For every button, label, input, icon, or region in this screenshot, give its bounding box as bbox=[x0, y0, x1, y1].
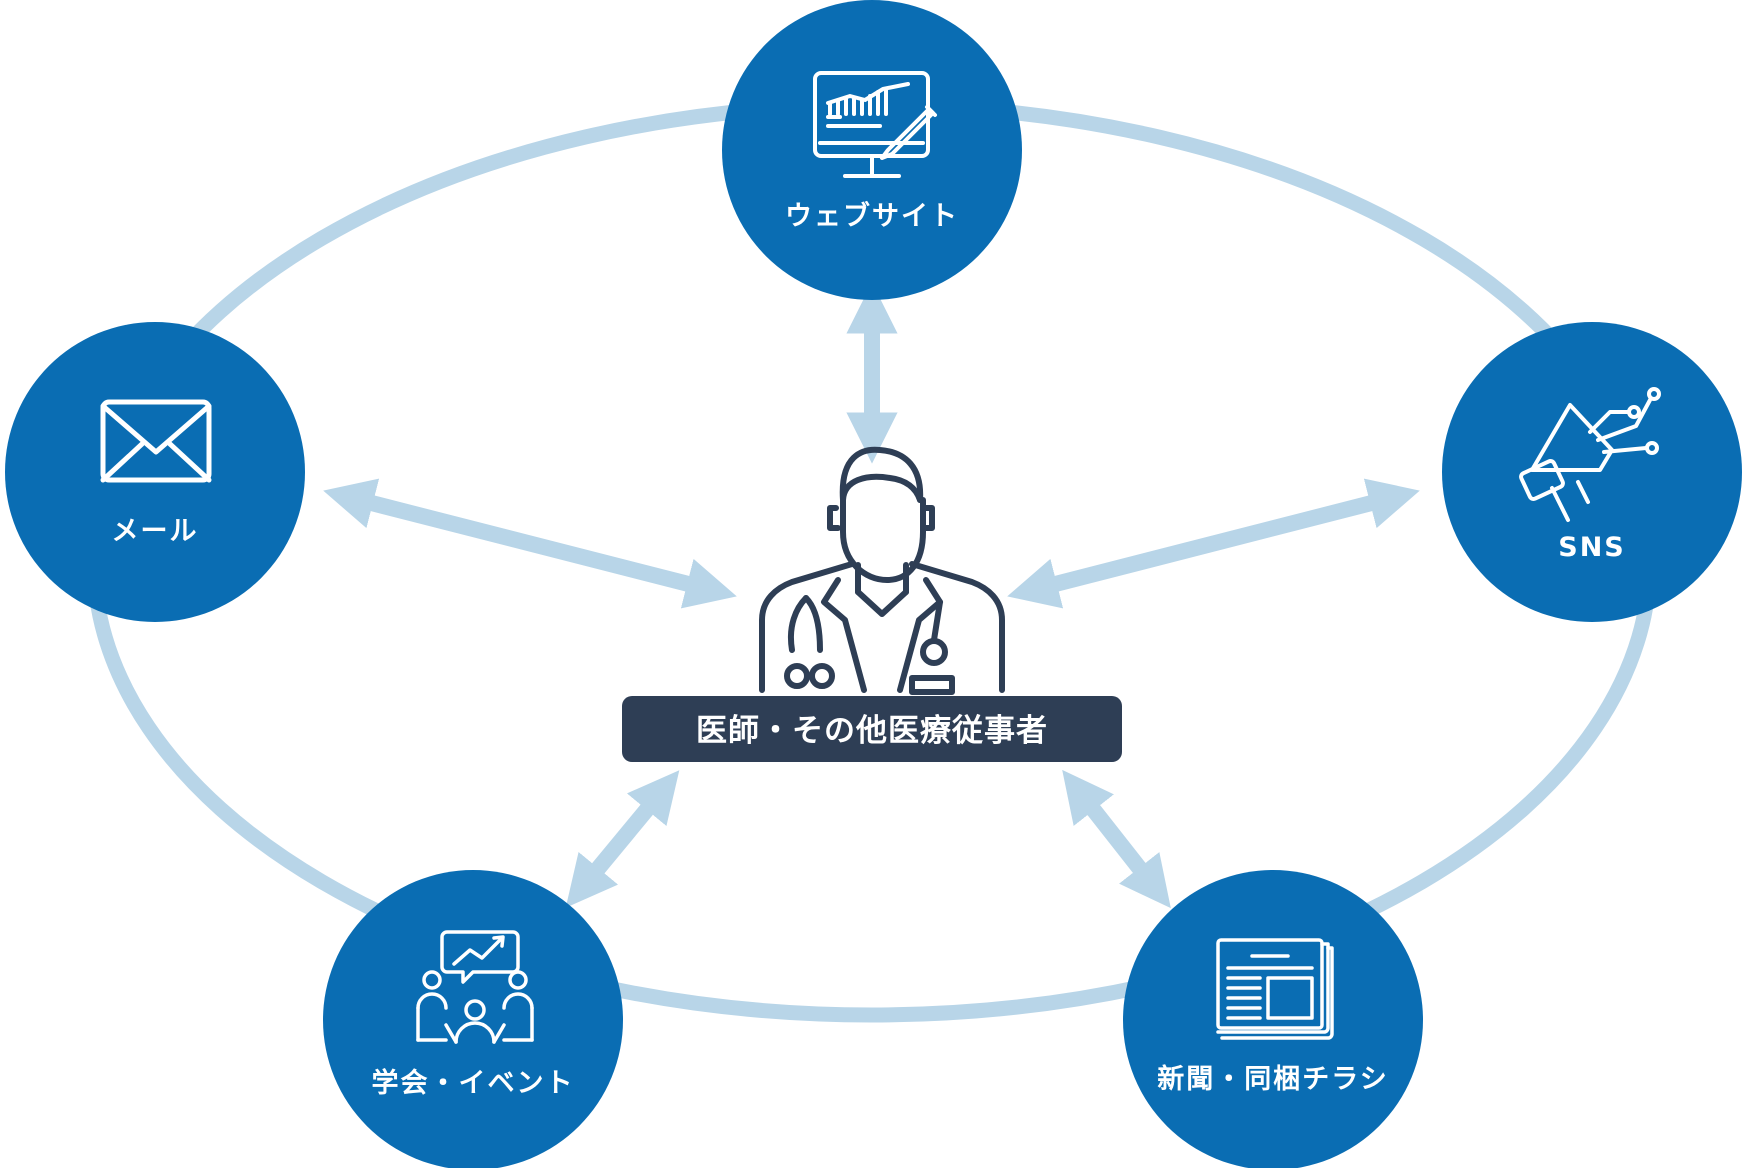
mail-label: メール bbox=[112, 516, 199, 547]
website-label: ウェブサイト bbox=[785, 200, 959, 232]
node-website: ウェブサイト bbox=[722, 0, 1022, 300]
node-newspaper: 新聞・同梱チラシ bbox=[1123, 870, 1423, 1168]
node-sns: SNS bbox=[1442, 322, 1742, 622]
newspaper-icon bbox=[1216, 938, 1334, 1040]
center-box: 医師・その他医療従事者 bbox=[622, 696, 1122, 762]
sns-label: SNS bbox=[1558, 532, 1626, 563]
center-box-bg bbox=[622, 696, 1122, 762]
node-mail: メール bbox=[5, 322, 305, 622]
node-event: 学会・イベント bbox=[323, 870, 623, 1168]
doctor-icon bbox=[759, 446, 1005, 695]
website-circle bbox=[722, 0, 1022, 300]
monitor-chart-icon bbox=[813, 71, 937, 178]
event-label: 学会・イベント bbox=[372, 1067, 575, 1099]
arrow-event bbox=[565, 770, 680, 908]
envelope-icon bbox=[100, 399, 212, 483]
connector-arrows bbox=[323, 282, 1420, 909]
arrow-newspaper bbox=[1062, 769, 1171, 909]
newspaper-label: 新聞・同梱チラシ bbox=[1157, 1063, 1388, 1095]
megaphone-icon bbox=[1519, 387, 1661, 522]
mail-circle bbox=[5, 322, 305, 622]
meeting-icon bbox=[416, 930, 534, 1044]
arrow-sns bbox=[1007, 478, 1420, 609]
arrow-mail bbox=[323, 478, 737, 609]
center-label: 医師・その他医療従事者 bbox=[696, 713, 1048, 749]
